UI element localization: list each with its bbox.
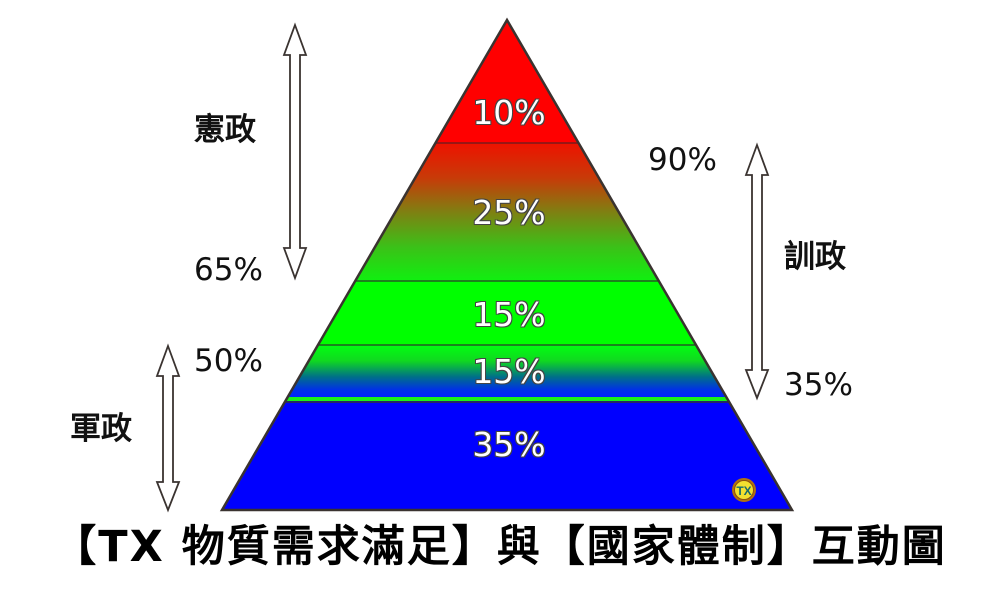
band-label-5: 35% xyxy=(472,425,546,464)
band-separator-green xyxy=(222,397,792,401)
tx-logo-icon: TX xyxy=(732,478,756,502)
band-5 xyxy=(222,401,792,510)
band-4 xyxy=(222,345,792,398)
pct-65: 65% xyxy=(194,252,263,288)
diagram-title: 【TX 物質需求滿足】與【國家體制】互動圖 xyxy=(53,522,947,572)
double-arrow-icon-constitutional xyxy=(282,22,308,281)
pct-90: 90% xyxy=(648,142,717,178)
label-military-government: 軍政 xyxy=(70,411,132,447)
pct-50: 50% xyxy=(194,343,263,379)
double-arrow-icon-military xyxy=(155,343,181,513)
label-constitutional-government: 憲政 xyxy=(194,112,256,148)
svg-text:TX: TX xyxy=(736,484,751,498)
label-tutelage-government: 訓政 xyxy=(784,239,846,275)
band-label-1: 10% xyxy=(472,93,546,132)
band-label-3: 15% xyxy=(472,295,546,334)
pct-35: 35% xyxy=(784,367,853,403)
band-label-2: 25% xyxy=(472,193,546,232)
band-label-4: 15% xyxy=(472,352,546,391)
double-arrow-icon-tutelage xyxy=(744,142,770,401)
